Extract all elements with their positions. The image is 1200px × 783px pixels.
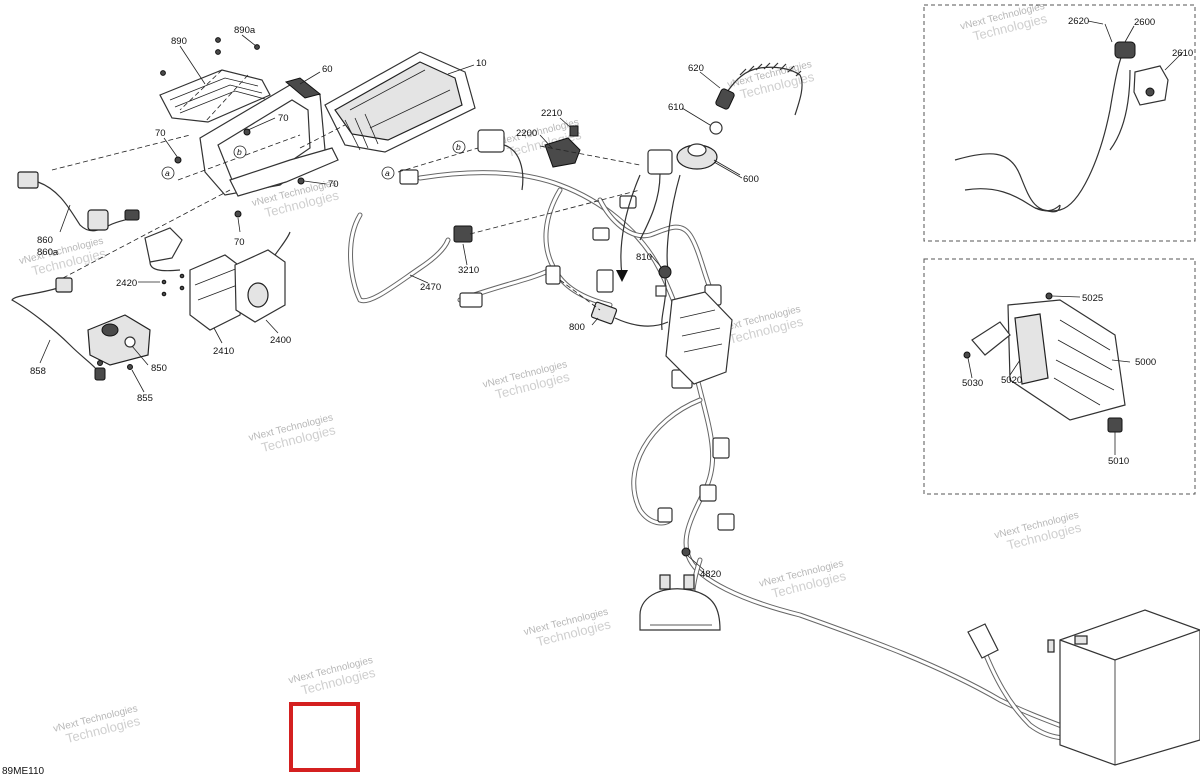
dashed-leader xyxy=(469,189,641,235)
part-label-60: 60 xyxy=(322,64,333,75)
tether-cord xyxy=(709,62,803,135)
key-sensor-harness xyxy=(639,149,673,241)
part-label-2470: 2470 xyxy=(420,282,441,293)
part-label-4820: 4820 xyxy=(700,569,721,580)
inset-box-module xyxy=(923,258,1196,495)
part-label-70: 70 xyxy=(278,113,289,124)
screw xyxy=(215,49,221,55)
svg-text:a: a xyxy=(165,168,170,178)
part-label-2400: 2400 xyxy=(270,335,291,346)
part-label-890: 890 xyxy=(171,36,187,47)
screw xyxy=(243,128,251,136)
part-label-5010: 5010 xyxy=(1108,456,1129,467)
part-labels: 890 890a 60 10 70 70 70 70 860 860a 2420… xyxy=(30,16,1193,580)
screw xyxy=(1045,292,1053,300)
part-label-2420: 2420 xyxy=(116,278,137,289)
instrument-cluster xyxy=(324,51,476,153)
starter-relay xyxy=(639,574,721,631)
inset-box-camera xyxy=(923,4,1196,242)
part-label-5025: 5025 xyxy=(1082,293,1103,304)
main-harness xyxy=(399,169,1088,741)
screw xyxy=(160,70,166,76)
drawing-code: 89ME110 xyxy=(2,766,45,777)
battery xyxy=(1047,609,1200,766)
dashed-leader xyxy=(397,147,479,173)
callout-b: b xyxy=(233,145,247,159)
wire xyxy=(666,174,681,271)
sensor-2200 xyxy=(544,125,581,168)
inset-harness-2600 xyxy=(954,41,1169,213)
part-label-2410: 2410 xyxy=(213,346,234,357)
part-label-2610: 2610 xyxy=(1172,48,1193,59)
module-5000 xyxy=(971,299,1126,433)
part-label-2600: 2600 xyxy=(1134,17,1155,28)
part-label-2620: 2620 xyxy=(1068,16,1089,27)
screw xyxy=(174,156,182,164)
pin xyxy=(179,273,185,279)
harness-858 xyxy=(11,277,106,381)
part-label-855: 855 xyxy=(137,393,153,404)
harness-2470 xyxy=(348,212,451,304)
part-label-800: 800 xyxy=(569,322,585,333)
part-label-70: 70 xyxy=(328,179,339,190)
svg-text:b: b xyxy=(456,142,461,152)
pin xyxy=(161,279,167,285)
callout-a: a xyxy=(381,166,395,180)
part-label-890a: 890a xyxy=(234,25,256,36)
part-label-5000: 5000 xyxy=(1135,357,1156,368)
screw xyxy=(215,37,221,43)
part-label-3210: 3210 xyxy=(458,265,479,276)
part-label-5030: 5030 xyxy=(962,378,983,389)
part-label-858: 858 xyxy=(30,366,46,377)
pin xyxy=(161,291,167,297)
part-label-5020: 5020 xyxy=(1001,375,1022,386)
part-label-10: 10 xyxy=(476,58,487,69)
harness-800 xyxy=(590,301,669,327)
part-label-860a: 860a xyxy=(37,247,59,258)
pin xyxy=(179,285,185,291)
screw xyxy=(963,351,971,359)
battery-cable-boot xyxy=(967,623,999,659)
harness-860 xyxy=(17,171,140,232)
callout-a: a xyxy=(161,166,175,180)
harness-branch-b xyxy=(477,129,524,191)
dashed-leader xyxy=(51,134,191,171)
dashed-leader xyxy=(179,69,249,123)
dashed-leader xyxy=(559,279,601,311)
svg-text:b: b xyxy=(237,147,242,157)
screw xyxy=(97,360,103,366)
part-label-70: 70 xyxy=(234,237,245,248)
part-label-850: 850 xyxy=(151,363,167,374)
connector-2420 xyxy=(144,227,183,272)
leader-lines xyxy=(39,20,1184,571)
screw xyxy=(234,210,242,218)
part-label-810: 810 xyxy=(636,252,652,263)
part-label-600: 600 xyxy=(743,174,759,185)
nut xyxy=(681,547,691,557)
arrow-line xyxy=(620,174,641,276)
highlight-box xyxy=(289,702,360,772)
screw xyxy=(1104,23,1113,43)
svg-text:a: a xyxy=(385,168,390,178)
screw xyxy=(297,177,305,185)
part-label-620: 620 xyxy=(688,63,704,74)
part-label-610: 610 xyxy=(668,102,684,113)
part-label-2200: 2200 xyxy=(516,128,537,139)
switch-850 xyxy=(87,314,151,366)
dashed-leader xyxy=(299,124,346,149)
callout-b: b xyxy=(452,140,466,154)
switch-2400 xyxy=(234,231,291,323)
arrow-head xyxy=(616,270,628,282)
sensor-810 xyxy=(655,265,672,331)
part-label-860: 860 xyxy=(37,235,53,246)
connector-3210 xyxy=(453,225,473,243)
dashed-leader xyxy=(539,145,641,166)
bezel-60 xyxy=(199,77,339,197)
part-label-70: 70 xyxy=(155,128,166,139)
part-label-2210: 2210 xyxy=(541,108,562,119)
screw xyxy=(127,364,133,370)
dess-switch xyxy=(676,143,741,176)
switch-2410 xyxy=(189,254,246,331)
